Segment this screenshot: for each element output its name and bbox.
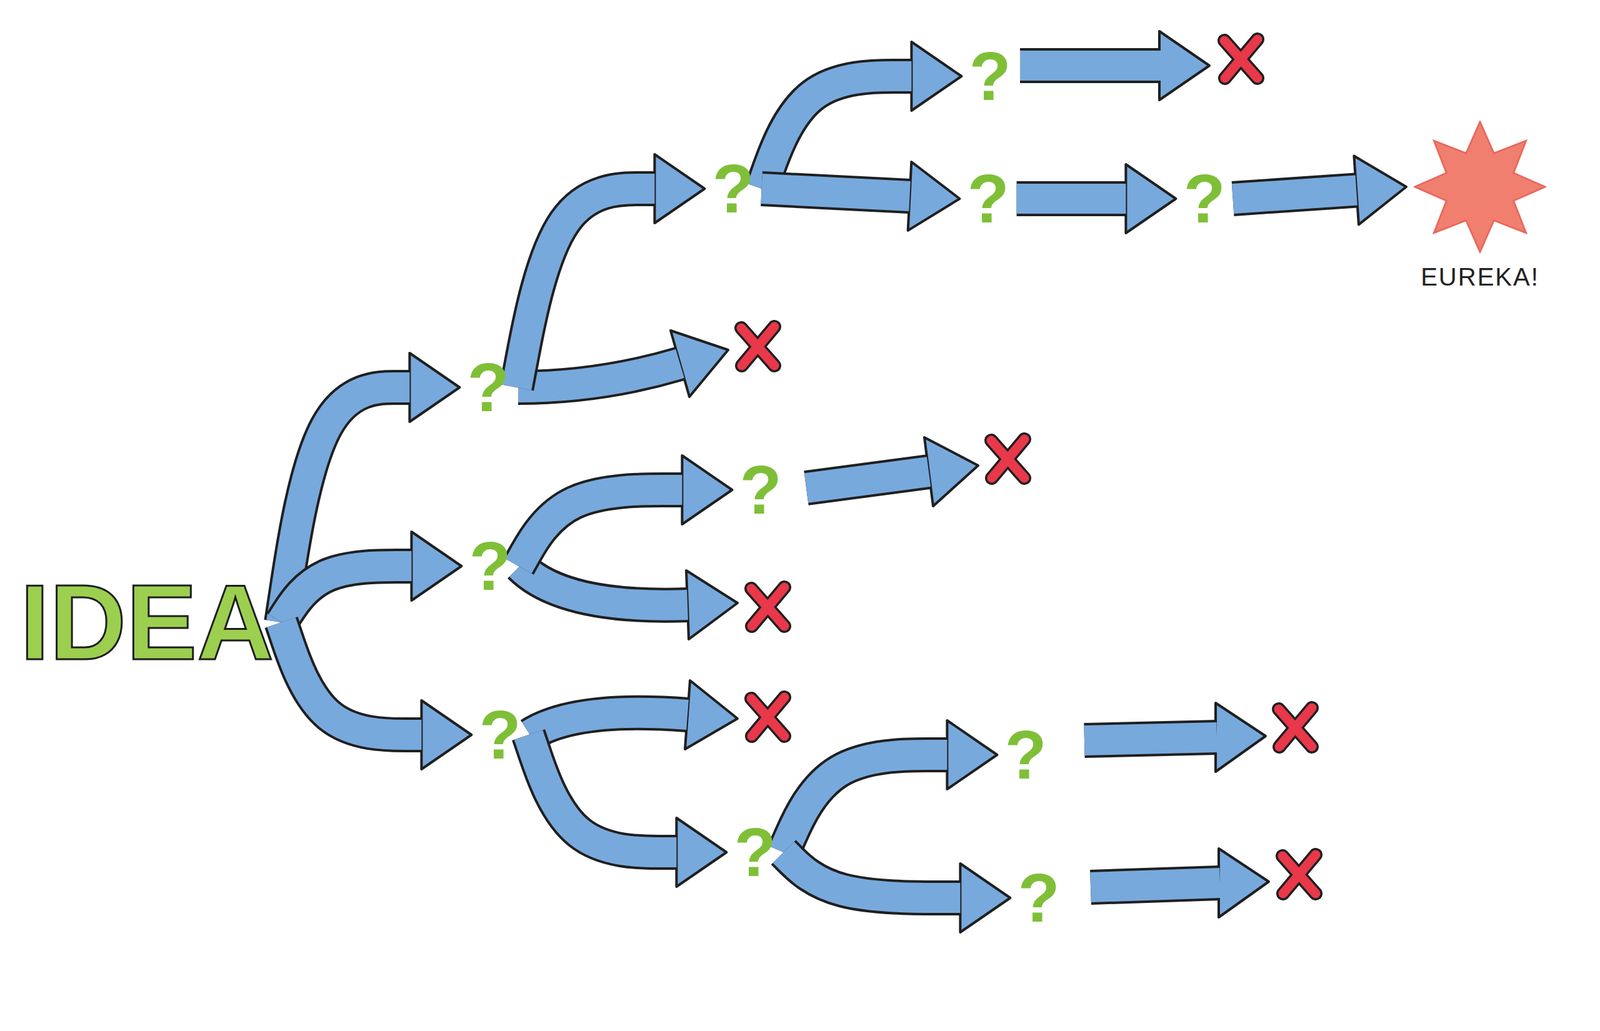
arrow-head bbox=[411, 531, 462, 601]
arrow-shaft bbox=[518, 490, 683, 567]
arrow-outline bbox=[783, 852, 961, 899]
question-mark: ? bbox=[739, 453, 782, 527]
question-label: ? bbox=[733, 816, 776, 889]
arrow-head bbox=[1125, 164, 1176, 234]
branch-arrow bbox=[1016, 164, 1177, 234]
arrow-head bbox=[681, 455, 732, 525]
question-label: ? bbox=[1004, 718, 1047, 792]
dead-end-cross bbox=[751, 587, 785, 627]
arrow-outline bbox=[528, 735, 677, 853]
question-label: ? bbox=[466, 351, 509, 424]
question-mark: ? bbox=[466, 351, 509, 424]
dead-end-cross bbox=[1282, 855, 1316, 894]
question-mark: ? bbox=[478, 698, 521, 772]
branch-arrow bbox=[1233, 156, 1407, 225]
arrow-head bbox=[676, 818, 727, 887]
arrow-shaft bbox=[1016, 183, 1127, 214]
dead-end-cross bbox=[751, 697, 785, 737]
arrow-head bbox=[1353, 156, 1407, 225]
arrow-outline bbox=[761, 188, 910, 197]
arrow-outline bbox=[1016, 181, 1127, 217]
question-mark: ? bbox=[1004, 718, 1047, 792]
eureka-label: EUREKA! bbox=[1413, 261, 1547, 292]
arrow-head bbox=[409, 353, 460, 422]
arrow-head bbox=[908, 161, 960, 231]
branch-arrow bbox=[528, 735, 727, 887]
idea-label: IDEA bbox=[20, 569, 274, 676]
branch-arrow bbox=[761, 41, 962, 189]
branch-arrow bbox=[281, 622, 472, 770]
question-mark: ? bbox=[1017, 861, 1060, 935]
arrow-outline bbox=[761, 76, 912, 189]
arrow-shaft bbox=[783, 852, 961, 899]
arrow-outline bbox=[518, 490, 683, 567]
arrow-outline bbox=[1233, 190, 1357, 199]
question-mark: ? bbox=[711, 152, 754, 225]
arrow-head bbox=[960, 863, 1010, 933]
question-label: ? bbox=[711, 152, 754, 225]
branch-arrow bbox=[518, 455, 733, 567]
arrow-shaft bbox=[516, 188, 655, 388]
arrow-shaft bbox=[281, 622, 422, 735]
question-mark: ? bbox=[966, 162, 1009, 235]
question-label: ? bbox=[968, 40, 1011, 113]
arrow-outline bbox=[783, 755, 948, 853]
branch-arrow bbox=[783, 852, 1011, 933]
branch-arrow bbox=[516, 154, 705, 388]
dead-end-arrow bbox=[530, 680, 738, 750]
dead-end-arrow bbox=[520, 566, 738, 640]
arrow-head bbox=[911, 41, 962, 111]
dead-end-cross bbox=[1224, 39, 1258, 79]
arrow-shaft bbox=[761, 188, 910, 197]
arrow-outline bbox=[281, 566, 412, 623]
branch-arrow bbox=[783, 720, 998, 853]
arrow-head bbox=[654, 154, 705, 224]
question-mark: ? bbox=[733, 816, 776, 889]
arrow-outline bbox=[516, 188, 655, 388]
question-mark: ? bbox=[968, 40, 1011, 113]
branch-arrow bbox=[761, 161, 960, 231]
dead-end-arrow bbox=[1090, 848, 1269, 918]
arrow-head bbox=[946, 720, 997, 790]
question-label: ? bbox=[478, 698, 521, 772]
question-label: ? bbox=[1183, 162, 1225, 235]
dead-end-arrow bbox=[1084, 703, 1266, 772]
arrow-shaft bbox=[281, 566, 412, 623]
branch-arrow bbox=[281, 531, 462, 623]
dead-end-cross bbox=[991, 439, 1025, 479]
question-label: ? bbox=[468, 530, 511, 603]
arrow-shaft bbox=[783, 755, 948, 853]
dead-end-arrow bbox=[806, 437, 979, 507]
eureka-burst: EUREKA! bbox=[1413, 120, 1547, 292]
dead-end-arrow bbox=[518, 330, 729, 397]
arrow-shaft bbox=[1233, 190, 1357, 199]
question-label: ? bbox=[966, 162, 1009, 235]
dead-end-cross bbox=[1278, 708, 1312, 747]
question-mark: ? bbox=[468, 530, 511, 603]
dead-end-arrow bbox=[1020, 31, 1210, 100]
start-idea: IDEA bbox=[20, 569, 274, 676]
arrow-shaft bbox=[528, 735, 677, 853]
question-mark: ? bbox=[1183, 162, 1225, 235]
question-label: ? bbox=[1017, 861, 1060, 935]
burst-outline bbox=[1415, 121, 1545, 252]
question-label: ? bbox=[739, 453, 782, 527]
arrow-outline bbox=[281, 622, 422, 735]
arrow-head bbox=[421, 700, 472, 770]
burst-shape bbox=[1413, 120, 1547, 254]
dead-end-cross bbox=[741, 326, 775, 366]
arrow-shaft bbox=[761, 76, 912, 189]
